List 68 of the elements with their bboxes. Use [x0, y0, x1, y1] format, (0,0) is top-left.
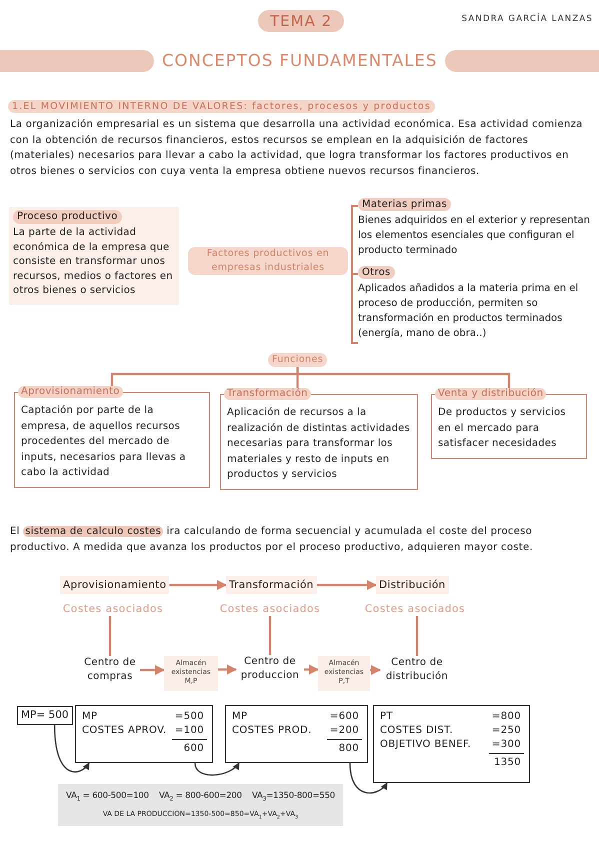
starting-value: MP= 500	[17, 706, 73, 725]
category-text: Bienes adquiridos en el exterior y representan los elementos esenciales que configuran el producto terminado	[358, 214, 592, 258]
arrow	[316, 580, 377, 590]
connector-line	[268, 616, 272, 655]
cost-item: MP	[232, 710, 248, 724]
category-heading: Materias primas	[358, 198, 452, 211]
cost-amount: =250	[492, 724, 521, 738]
cost-total: 800	[338, 742, 359, 756]
formula: VA$_{1}$ = 600-500=100	[66, 790, 149, 805]
card-heading: Aprovisionamiento	[18, 386, 123, 398]
arrow	[218, 664, 237, 674]
cost-calculation	[75, 705, 213, 763]
cost-note: Costes asociados	[58, 602, 168, 616]
card-text: Captación por parte de la empresa, de aquellos recursos procedentes del mercado de inputs, necesarios para llevas a cabo la actividad	[21, 404, 187, 480]
stage-name: Distribución	[376, 576, 449, 594]
connector-line	[108, 616, 112, 656]
cost-amount: =500	[174, 710, 204, 724]
stage-name: Transformación	[226, 576, 317, 594]
cost-item: COSTES DIST.	[380, 724, 454, 738]
connector-line	[416, 616, 418, 656]
cost-calculation	[373, 705, 530, 783]
cost-amount: =100	[174, 724, 204, 738]
paragraph: La organización empresarial es un sistema que desarrolla una actividad económica. Esa actividad comienza con la obtención de recursos financieros, estos recursos se emplean en la adquisición de factores (materiales) necesarios para llevar a cabo la actividad, que logra transformar los factores productivos en otros bienes o servicios con cuya venta la empresa obtiene nuevos recursos financieros.	[10, 118, 584, 178]
definition-card	[9, 207, 179, 304]
cost-item: COSTES PROD.	[232, 724, 313, 738]
center-name: Centro de compras	[80, 656, 140, 684]
cost-amount: =300	[492, 738, 521, 752]
card-heading: Proceso productivo	[13, 210, 122, 224]
connector-line	[296, 367, 510, 388]
arrow	[140, 665, 165, 675]
formula-panel	[58, 784, 343, 826]
curved-arrow	[349, 762, 388, 794]
card-heading: Transformación	[224, 388, 311, 400]
arrow	[370, 665, 381, 675]
cost-amount: =600	[330, 710, 359, 724]
formula: VA$_{2}$ = 800-600=200	[158, 790, 242, 805]
cost-note: Costes asociados	[360, 602, 470, 616]
topic-number: TEMA 2	[258, 10, 344, 32]
curved-arrow	[194, 762, 240, 776]
arrow	[304, 664, 319, 674]
category-heading: Otros	[358, 266, 395, 279]
arrow	[169, 580, 227, 590]
cost-calculation	[225, 705, 368, 763]
topic-heading: Funciones	[268, 353, 328, 367]
cost-note: Costes asociados	[215, 602, 325, 616]
formula: VA$_{3}$=1350-800=550	[252, 790, 335, 805]
card-text: La parte de la actividad económica de la empresa que consiste en transformar unos recursos, medios o factores en otros bienes o servicios	[13, 226, 173, 298]
topic-heading: Factores productivos en empresas industriales	[188, 247, 348, 275]
page-title: CONCEPTOS FUNDAMENTALES	[162, 50, 438, 72]
section-heading: 1.EL MOVIMIENTO INTERNO DE VALORES: factores, procesos y productos	[8, 100, 435, 113]
cost-total: 600	[184, 742, 204, 756]
paragraph: El sistema de calculo costes ira calculando de forma secuencial y acumulada el coste del proceso productivo. A medida que avanza los productos por el proceso productivo, adquieren mayor coste.	[10, 525, 534, 554]
cost-item: COSTES APROV.	[82, 724, 168, 738]
cost-item: MP	[82, 710, 98, 724]
cost-total: 1350	[494, 756, 521, 770]
card-text: De productos y servicios en el mercado para satisfacer necesidades	[438, 406, 567, 451]
cost-amount: =800	[492, 710, 521, 724]
card-text: Aplicación de recursos a la realización de distintas actividades necesarias para transformar los materiales y resto de inputs en productos y servicios	[227, 406, 411, 482]
stage-name: Aprovisionamiento	[60, 576, 170, 594]
center-name: Centro de distribución	[380, 656, 454, 684]
card-heading: Venta y distribución	[435, 388, 546, 400]
cost-amount: =200	[330, 724, 359, 738]
category-text: Aplicados añadidos a la materia prima en el proceso de producción, permiten so transformación en productos terminados (energía, mano de obra..)	[358, 282, 580, 341]
center-name: Centro de produccion	[236, 655, 304, 683]
cost-item: PT	[380, 710, 394, 724]
author-name: SANDRA GARCÍA LANZAS	[462, 14, 593, 24]
curved-arrow	[54, 724, 90, 772]
cost-item: OBJETIVO BENEF.	[380, 738, 472, 752]
